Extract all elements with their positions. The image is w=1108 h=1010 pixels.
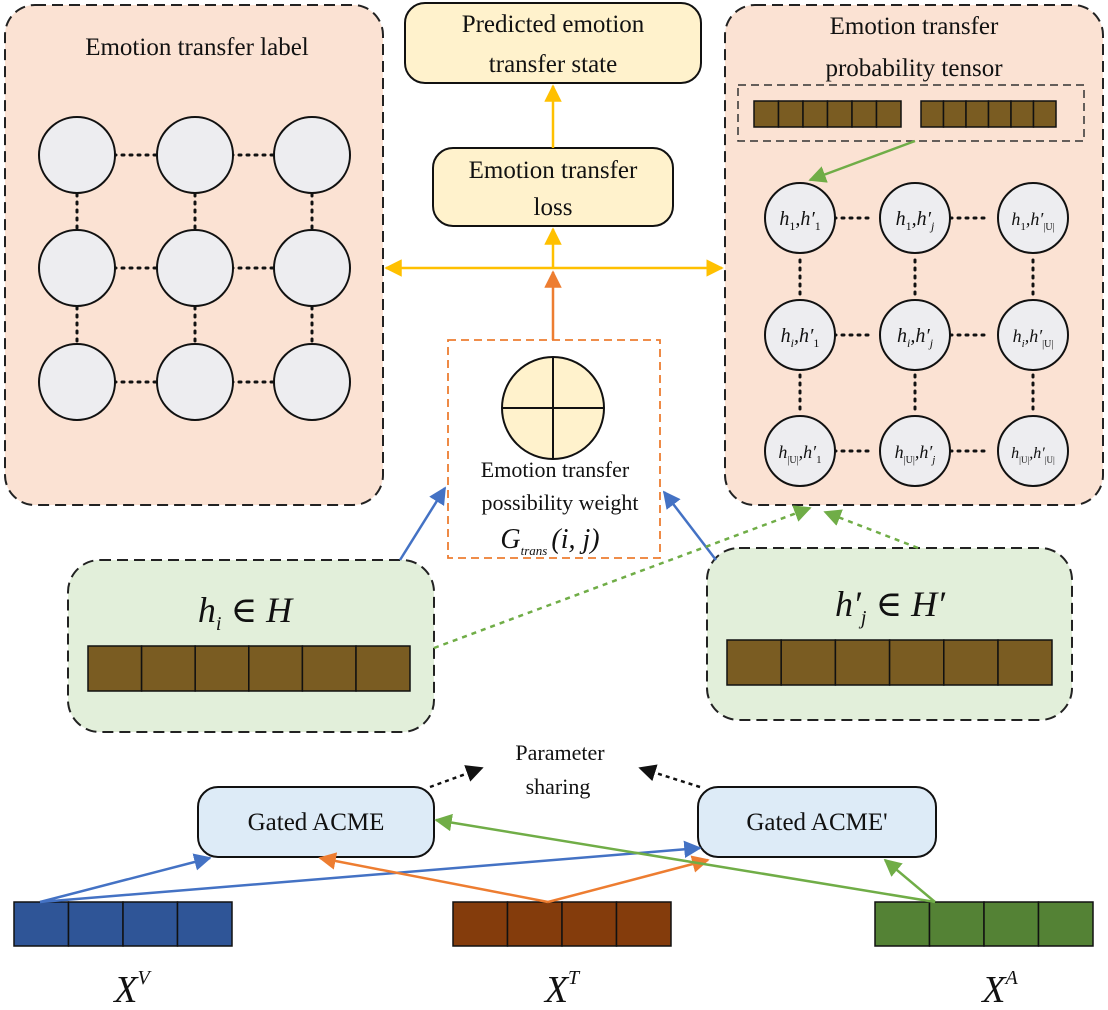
gated-acme-label: Gated ACME: [248, 809, 385, 836]
arrow-audio-to-acme-prime: [883, 858, 936, 903]
arrow-h-prime-to-weight: [662, 490, 717, 561]
input-visual-vector: [13, 901, 233, 947]
prob-tensor-panel: Emotion transfer probability tensor: [724, 4, 1104, 506]
node-sub-b: j: [929, 219, 935, 233]
x-a-label: XA: [980, 967, 1018, 1010]
weight-formula: Gtrans(i, j): [500, 524, 599, 558]
tensor-node: hi,h′1: [764, 299, 836, 371]
node-sub-b: |U|: [1043, 222, 1054, 233]
label-grid: [75, 153, 314, 384]
tensor-node: h1,h′1: [764, 182, 836, 254]
label-node: [38, 116, 116, 194]
arrow-visual-to-acme: [39, 853, 212, 904]
label-node: [273, 343, 351, 421]
arrow-h-to-weight: [398, 486, 447, 561]
param-sharing-line2: sharing: [526, 774, 591, 799]
svg-text:hi,h′1: hi,h′1: [781, 325, 820, 350]
prob-vector-right: [920, 100, 1057, 128]
arrow-visual-to-acme-prime: [39, 840, 702, 904]
node-sub-b: j: [928, 336, 934, 350]
tensor-node: h1,h′j: [879, 182, 951, 254]
gated-acme-prime-box: Gated ACME': [697, 786, 937, 858]
hidden-h-prime-box: h′j ∈ H′: [706, 547, 1073, 721]
loss-line2: loss: [534, 194, 573, 221]
node-sub-a: 1: [906, 219, 912, 233]
input-audio-vector: [874, 901, 1094, 947]
label-panel: Emotion transfer label: [4, 4, 384, 506]
node-sub-a: |U|: [1019, 455, 1029, 465]
node-sub-b: j: [930, 454, 935, 466]
node-sub-a: |U|: [904, 455, 915, 466]
label-node: [38, 229, 116, 307]
tensor-node: h1,h′|U|: [997, 182, 1069, 254]
h-i-label: hi ∈ H: [198, 590, 294, 635]
svg-text:h1,h′1: h1,h′1: [779, 208, 820, 233]
loss-box: Emotion transfer loss: [432, 147, 674, 227]
arrow-audio-to-acme: [434, 813, 936, 904]
arrow-prob-vectors-to-tensor: [808, 139, 916, 183]
weight-line1: Emotion transfer: [481, 457, 630, 482]
node-sub-a: 1: [1020, 221, 1026, 233]
node-sub-b: 1: [815, 219, 821, 233]
label-node: [38, 343, 116, 421]
node-sub-b: |U|: [1042, 339, 1053, 350]
label-node: [156, 116, 234, 194]
label-nodes: [38, 116, 351, 421]
arrows: [39, 84, 936, 904]
node-sub-b: |U|: [1045, 455, 1055, 465]
node-sub-b: 1: [816, 454, 822, 466]
svg-text:hi,h′j: hi,h′j: [897, 325, 934, 350]
predicted-state-line2: transfer state: [489, 51, 617, 78]
h-vector: [87, 645, 411, 692]
loss-line1: Emotion transfer: [469, 157, 638, 184]
input-text-vector: [452, 901, 672, 947]
weight-line2: possibility weight: [481, 490, 638, 515]
hidden-h-box: hi ∈ H: [67, 559, 435, 733]
node-sub-a: i: [907, 336, 910, 350]
label-node: [273, 116, 351, 194]
prob-panel-title-line2: probability tensor: [825, 55, 1003, 82]
arrow-text-to-acme: [318, 852, 549, 904]
label-node: [156, 229, 234, 307]
svg-text:h1,h′j: h1,h′j: [896, 208, 935, 233]
arrow-h-prime-to-tensor-dashed: [823, 509, 919, 550]
label-node: [156, 343, 234, 421]
x-v-label: XV: [112, 967, 152, 1010]
x-t-label: XT: [543, 967, 581, 1010]
node-sub-a: |U|: [787, 455, 798, 466]
label-node: [273, 229, 351, 307]
tensor-node: h|U|,h′|U|: [997, 415, 1069, 487]
possibility-weight-box: Emotion transfer possibility weight Gtra…: [447, 339, 661, 559]
prob-vector-left: [753, 100, 902, 128]
aggregation-plus-icon: [501, 356, 605, 460]
h-prime-vector: [726, 639, 1053, 686]
arrow-h-to-tensor-dashed: [433, 505, 812, 650]
tensor-grid-dots: [798, 216, 1035, 453]
tensor-node: hi,h′|U|: [997, 299, 1069, 371]
node-sub-a: i: [791, 336, 794, 350]
label-panel-title: Emotion transfer label: [85, 34, 309, 61]
arrow-acme-prime-param-sharing: [638, 764, 701, 789]
tensor-node: hi,h′j: [879, 299, 951, 371]
prob-panel-title-line1: Emotion transfer: [830, 13, 999, 40]
gated-acme-prime-label: Gated ACME': [746, 809, 887, 836]
node-sub-a: i: [1022, 338, 1025, 350]
predicted-state-box: Predicted emotion transfer state: [404, 2, 702, 84]
node-sub-b: 1: [813, 336, 819, 350]
node-sub-a: 1: [789, 219, 795, 233]
tensor-node: h|U|,h′j: [879, 415, 951, 487]
gated-acme-box: Gated ACME: [197, 786, 435, 858]
prob-vectors-frame: [737, 84, 1085, 142]
predicted-state-line1: Predicted emotion: [462, 11, 645, 38]
tensor-node: h|U|,h′1: [764, 415, 836, 487]
arrow-acme-param-sharing: [429, 765, 484, 789]
h-j-label: h′j ∈ H′: [835, 584, 946, 629]
arrow-text-to-acme-prime: [547, 855, 710, 904]
param-sharing-line1: Parameter: [515, 740, 605, 765]
